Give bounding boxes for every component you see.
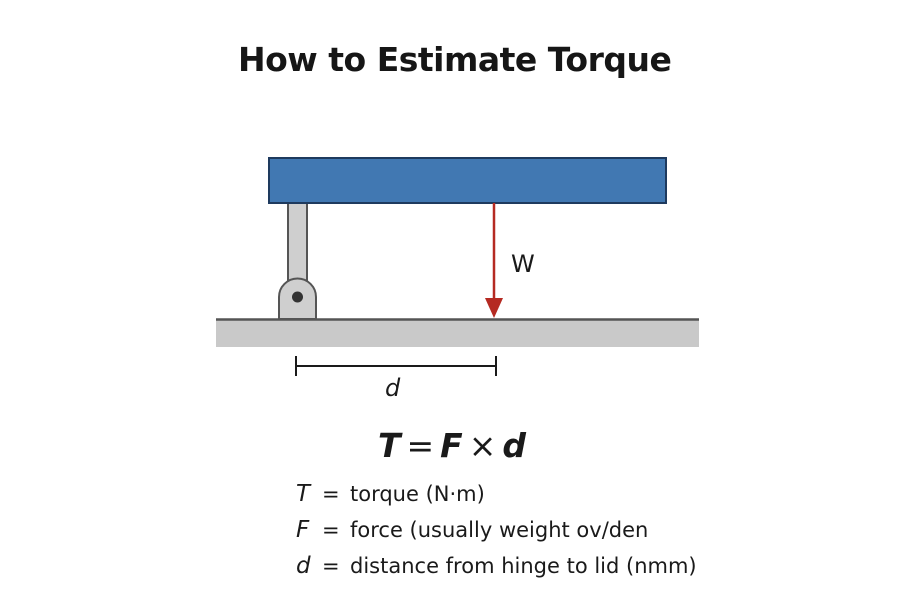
hinge-pin-icon — [292, 291, 303, 303]
legend-row-force: F = force (usually weight ov/den — [296, 512, 697, 548]
lid — [268, 157, 667, 204]
variable-legend: T = torque (N·m) F = force (usually weight o… — [296, 476, 697, 584]
formula-torque: T — [378, 426, 401, 465]
legend-symbol: d — [296, 553, 311, 579]
legend-equals: = — [322, 482, 340, 506]
legend-text: force (usually weight ov/den — [350, 518, 649, 542]
legend-row-distance: d = distance from hinge to lid (nmm) — [296, 548, 697, 584]
force-label: W — [511, 250, 535, 278]
legend-symbol: T — [296, 481, 311, 507]
legend-row-torque: T = torque (N·m) — [296, 476, 697, 512]
legend-text: distance from hinge to lid (nmm) — [350, 554, 697, 578]
formula-force: F — [440, 426, 463, 465]
formula-distance: d — [502, 426, 526, 465]
base-surface — [216, 319, 699, 347]
hinge-post — [287, 201, 308, 288]
torque-formula: T=F×d — [378, 426, 526, 465]
legend-equals: = — [322, 554, 340, 578]
formula-equals: = — [406, 426, 435, 465]
legend-equals: = — [322, 518, 340, 542]
legend-symbol: F — [296, 517, 310, 543]
legend-text: torque (N·m) — [350, 482, 485, 506]
distance-label: d — [385, 374, 401, 402]
page-title: How to Estimate Torque — [238, 40, 672, 79]
weight-arrow-head-icon — [485, 298, 503, 318]
formula-times: × — [468, 426, 497, 465]
